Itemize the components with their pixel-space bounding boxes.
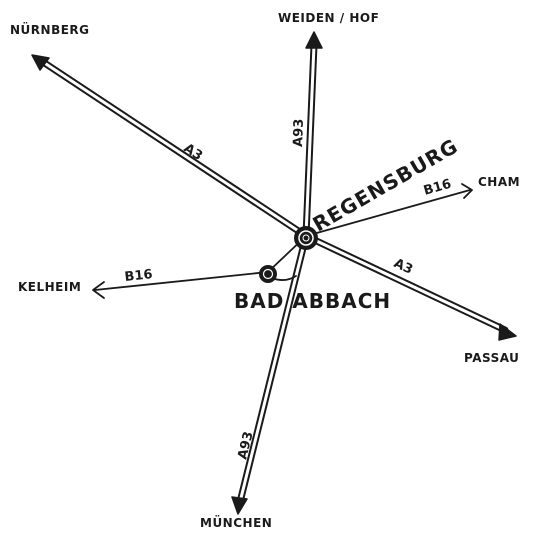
label-a93-south: A93 (235, 430, 256, 461)
label-bad-abbach: BAD ABBACH (234, 289, 391, 313)
arrow-weiden-hof-icon (305, 31, 323, 49)
arrow-muenchen-icon (231, 496, 248, 515)
label-a3-west: A3 (181, 141, 205, 164)
arrow-cham-icon (461, 183, 473, 199)
arrow-kelheim-icon (92, 281, 105, 299)
arrow-passau-icon (498, 323, 517, 341)
a3-motorway (36, 56, 509, 334)
label-nuernberg: NÜRNBERG (10, 22, 90, 37)
label-a93-north: A93 (291, 118, 307, 147)
label-b16-west: B16 (124, 267, 153, 285)
regensburg-marker (294, 226, 318, 250)
arrow-nuernberg-icon (31, 54, 50, 71)
label-a3-east: A3 (391, 256, 415, 278)
label-passau: PASSAU (464, 351, 519, 365)
label-b16-east: B16 (422, 177, 453, 199)
label-kelheim: KELHEIM (18, 280, 81, 294)
a93-motorway (236, 41, 318, 506)
bad-abbach-marker (259, 265, 277, 283)
label-muenchen: MÜNCHEN (200, 515, 272, 530)
label-cham: CHAM (478, 175, 520, 189)
label-weiden-hof: WEIDEN / HOF (278, 11, 379, 25)
